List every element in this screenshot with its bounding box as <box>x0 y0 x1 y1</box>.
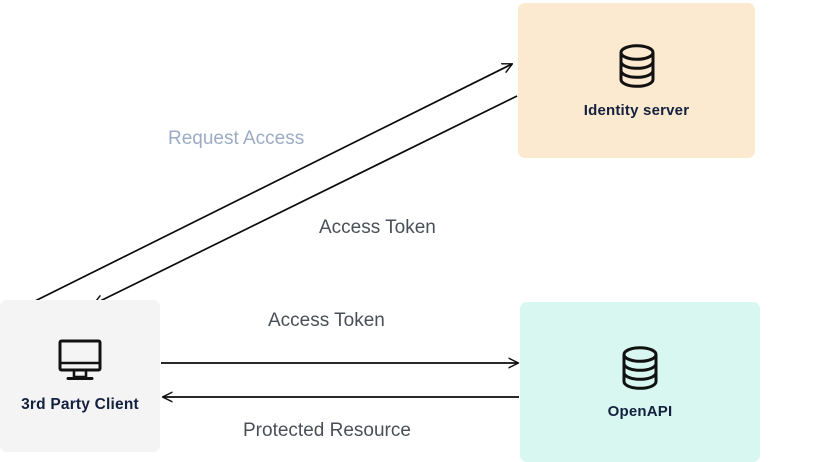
database-icon <box>620 345 660 391</box>
edge-label-access-token-top: Access Token <box>319 217 436 238</box>
edge-request-access-line <box>32 64 512 303</box>
node-identity-server[interactable]: Identity server <box>518 3 755 158</box>
database-icon <box>617 43 657 89</box>
node-label: Identity server <box>583 101 690 119</box>
node-3rd-party-client[interactable]: 3rd Party Client <box>0 300 160 452</box>
node-label: 3rd Party Client <box>21 396 139 413</box>
node-openapi[interactable]: OpenAPI <box>520 302 760 462</box>
edge-access-token-top-line <box>94 95 518 304</box>
edge-label-request-access: Request Access <box>168 128 305 149</box>
desktop-monitor-icon <box>57 338 103 382</box>
edge-label-protected-resource: Protected Resource <box>243 420 411 441</box>
edge-label-access-token-bottom: Access Token <box>268 310 385 331</box>
node-label: OpenAPI <box>607 402 673 420</box>
